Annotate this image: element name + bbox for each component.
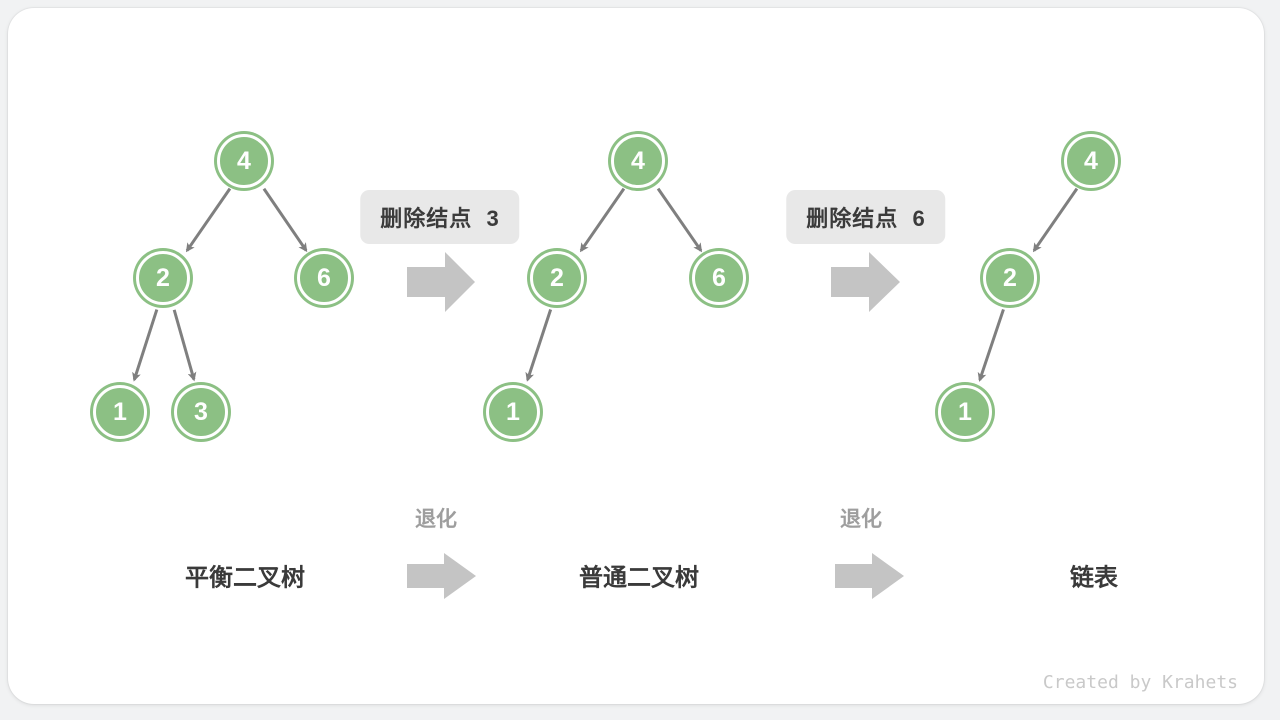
tree-node-2: 2	[983, 251, 1037, 305]
step-label-delete-node-6: 删除结点 6	[786, 190, 946, 244]
tree-node-4: 4	[217, 134, 271, 188]
tree-label-balanced-binary-tree: 平衡二叉树	[185, 564, 305, 592]
tree-node-1: 1	[486, 385, 540, 439]
tree-label-linked-list: 链表	[1070, 564, 1118, 592]
tree-node-3: 3	[174, 385, 228, 439]
tree-node-1: 1	[93, 385, 147, 439]
step-label-delete-node-3: 删除结点 3	[360, 190, 520, 244]
tree-node-4: 4	[1064, 134, 1118, 188]
degrade-label-2: 退化	[840, 508, 882, 531]
diagram-card	[8, 8, 1264, 704]
watermark-credit: Created by Krahets	[1042, 672, 1238, 693]
tree-node-2: 2	[136, 251, 190, 305]
tree-node-4: 4	[611, 134, 665, 188]
tree-node-6: 6	[297, 251, 351, 305]
tree-label-ordinary-binary-tree: 普通二叉树	[579, 564, 699, 592]
tree-node-2: 2	[530, 251, 584, 305]
degrade-label-1: 退化	[415, 508, 457, 531]
tree-node-6: 6	[692, 251, 746, 305]
tree-node-1: 1	[938, 385, 992, 439]
